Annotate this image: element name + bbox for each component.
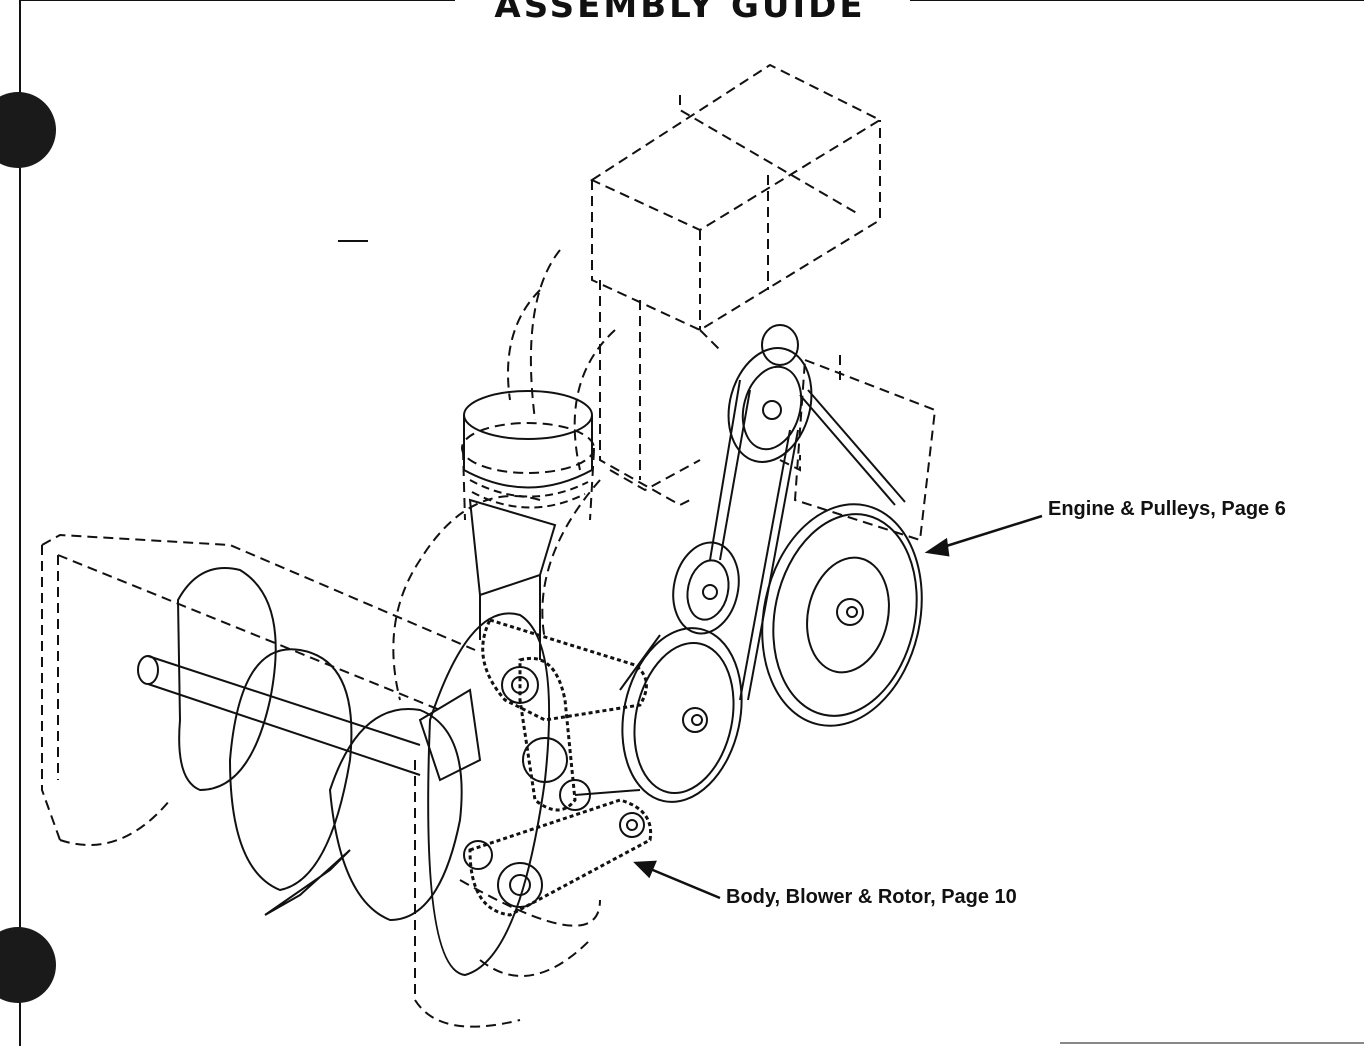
page-border	[19, 0, 1364, 1046]
air-cleaner	[463, 390, 593, 660]
hole-punch-bottom	[0, 927, 56, 1003]
engine-pulley-top	[727, 324, 813, 463]
idler-pulley	[672, 541, 740, 635]
auger-pulley	[621, 627, 743, 803]
v-belts	[619, 379, 906, 701]
sprockets	[463, 666, 645, 908]
page-title: ASSEMBLY GUIDE	[494, 0, 866, 26]
hole-punch-top	[0, 92, 56, 168]
auger-housing	[41, 533, 601, 1028]
callout-body-blower-rotor: Body, Blower & Rotor, Page 10	[726, 886, 1017, 908]
drive-pulley-large	[761, 503, 923, 727]
callout-arrow-engine	[924, 514, 1043, 557]
callout-engine-pulleys: Engine & Pulleys, Page 6	[1048, 498, 1286, 520]
engine-outline	[392, 63, 937, 701]
drive-chains	[468, 618, 653, 917]
callout-arrow-body	[633, 860, 721, 900]
auger	[137, 567, 551, 977]
